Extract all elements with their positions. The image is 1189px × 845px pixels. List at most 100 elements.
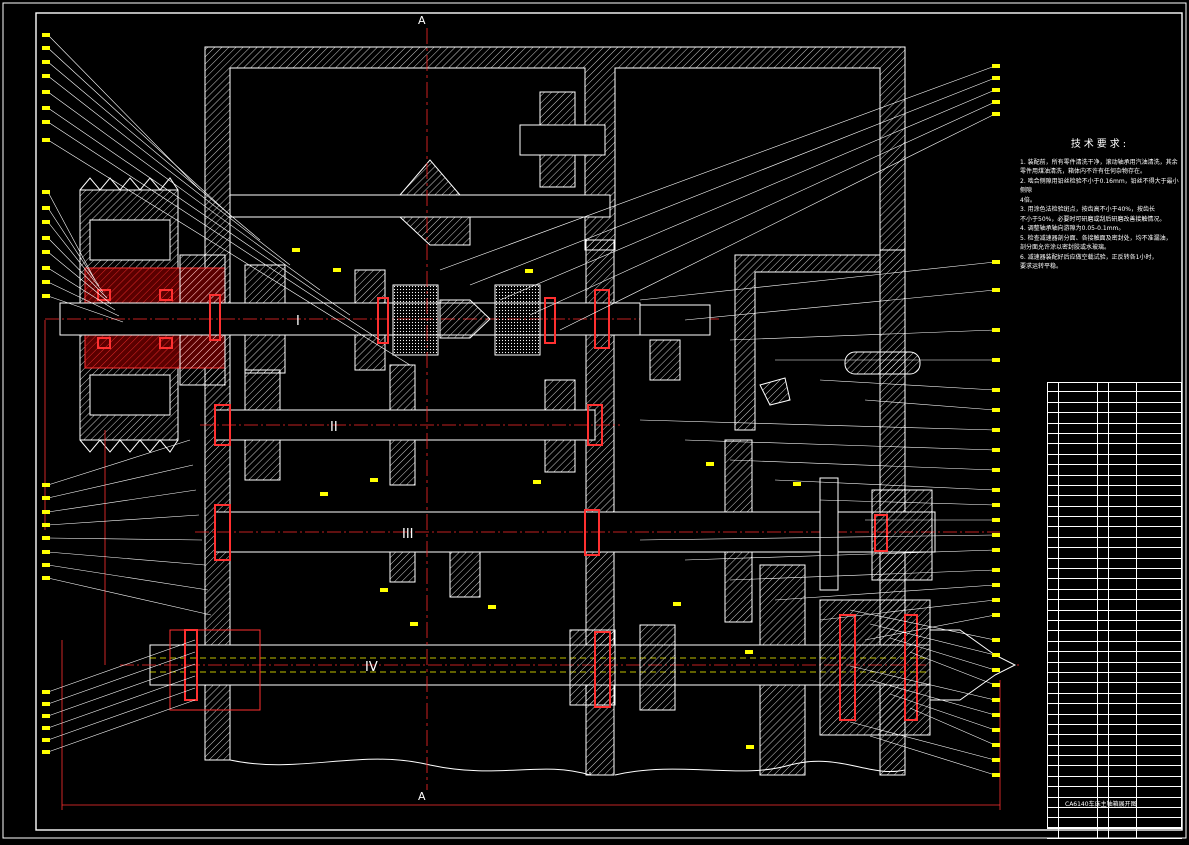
part-tag [42, 220, 50, 224]
parts-list-row [1047, 548, 1182, 559]
leader-line [819, 379, 996, 391]
parts-list-row [1047, 662, 1182, 673]
leader-line [869, 679, 996, 716]
parts-list-cell [1137, 631, 1182, 640]
parts-list-cell [1137, 663, 1182, 672]
note-line: 6. 减速器装配好后应做空载试验，正反转各1小时， [1020, 253, 1158, 261]
parts-list-cell [1137, 735, 1182, 744]
parts-list-row [1047, 485, 1182, 497]
leader-line [47, 577, 212, 616]
parts-list-cell [1098, 704, 1109, 714]
part-tag [42, 46, 50, 50]
parts-list-cell [1047, 693, 1059, 704]
part-tag [292, 248, 300, 252]
parts-list-row [1047, 797, 1182, 809]
parts-list-cell [1137, 746, 1182, 755]
parts-list-row [1047, 828, 1182, 840]
part-tag [992, 448, 1000, 452]
parts-list-cell [1098, 548, 1109, 558]
parts-list-cell [1098, 724, 1109, 735]
parts-list-cell [1137, 413, 1182, 422]
parts-list-cell [1137, 559, 1182, 568]
parts-list-cell [1047, 548, 1059, 558]
parts-list-cell [1047, 402, 1059, 413]
parts-list-cell [1047, 724, 1059, 735]
parts-list-cell [1109, 537, 1137, 548]
part-tag [42, 550, 50, 554]
parts-list-cell [1047, 537, 1059, 548]
parts-list-cell [1109, 600, 1137, 610]
leader-line [729, 329, 996, 341]
parts-list-cell [1109, 506, 1137, 517]
leader-line [47, 91, 321, 291]
parts-list-row [1047, 517, 1182, 528]
parts-list-cell [1059, 527, 1098, 537]
parts-list-cell [1098, 662, 1109, 672]
part-tag [42, 266, 50, 270]
leader-line [849, 609, 996, 641]
parts-list-cell [1047, 787, 1059, 797]
parts-list-cell [1109, 423, 1137, 433]
part-tag [42, 250, 50, 254]
shaft-3-bearing-cover [871, 489, 933, 581]
parts-list-cell [1109, 704, 1137, 714]
part-tag [410, 622, 418, 626]
leader-line [529, 101, 996, 316]
gear-3a [389, 551, 416, 583]
parts-list-cell [1059, 620, 1098, 631]
parts-list-cell [1137, 725, 1182, 734]
parts-list-cell [1059, 704, 1098, 714]
parts-list-cell [1109, 382, 1137, 392]
parts-list-cell [1098, 683, 1109, 693]
part-tag [992, 583, 1000, 587]
parts-list-cell [1059, 475, 1098, 485]
part-tag [992, 713, 1000, 717]
parts-list-cell [1137, 569, 1182, 578]
parts-list-cell [1047, 485, 1059, 496]
parts-list-cell [1059, 797, 1098, 808]
leader-line [47, 675, 196, 729]
parts-list-cell [1137, 455, 1182, 464]
parts-list-cell [1047, 506, 1059, 517]
parts-list-row [1047, 756, 1182, 767]
shaft-label-2: II [330, 420, 338, 435]
part-tag [42, 138, 50, 142]
parts-list-cell [1059, 444, 1098, 454]
gear-1c [244, 334, 286, 374]
part-tag [746, 745, 754, 749]
leader-line [47, 47, 231, 216]
parts-list-cell [1098, 620, 1109, 631]
parts-list-row [1047, 652, 1182, 663]
parts-list-cell [1098, 402, 1109, 413]
parts-list-cell [1098, 496, 1109, 506]
part-tag [42, 190, 50, 194]
part-tag [706, 462, 714, 466]
parts-list-cell [1137, 392, 1182, 401]
parts-list-cell [1059, 537, 1098, 548]
parts-list-cell [1137, 527, 1182, 536]
parts-list-cell [1109, 517, 1137, 527]
part-tag [42, 510, 50, 514]
parts-list-cell [1047, 579, 1059, 589]
parts-list-cell [1109, 527, 1137, 537]
gear-1d [354, 334, 386, 371]
parts-list-cell [1098, 641, 1109, 652]
parts-list-cell [1109, 787, 1137, 797]
parts-list-cell [1137, 486, 1182, 495]
gear-2a [244, 369, 281, 411]
parts-list-cell [1109, 776, 1137, 787]
leader-line [47, 237, 108, 299]
parts-list-cell [1137, 808, 1182, 817]
leader-line [729, 459, 996, 471]
parts-list-cell [1109, 558, 1137, 569]
parts-list-cell [1137, 476, 1182, 485]
parts-list-cell [1098, 423, 1109, 433]
parts-list-cell [1098, 569, 1109, 579]
parts-list-cell [1059, 714, 1098, 724]
parts-list-cell [1098, 693, 1109, 704]
parts-list-cell [1098, 735, 1109, 745]
leader-line [47, 251, 112, 305]
bevel-gear-lower [398, 216, 471, 246]
leader-line [47, 281, 120, 317]
parts-list-cell [1137, 548, 1182, 557]
